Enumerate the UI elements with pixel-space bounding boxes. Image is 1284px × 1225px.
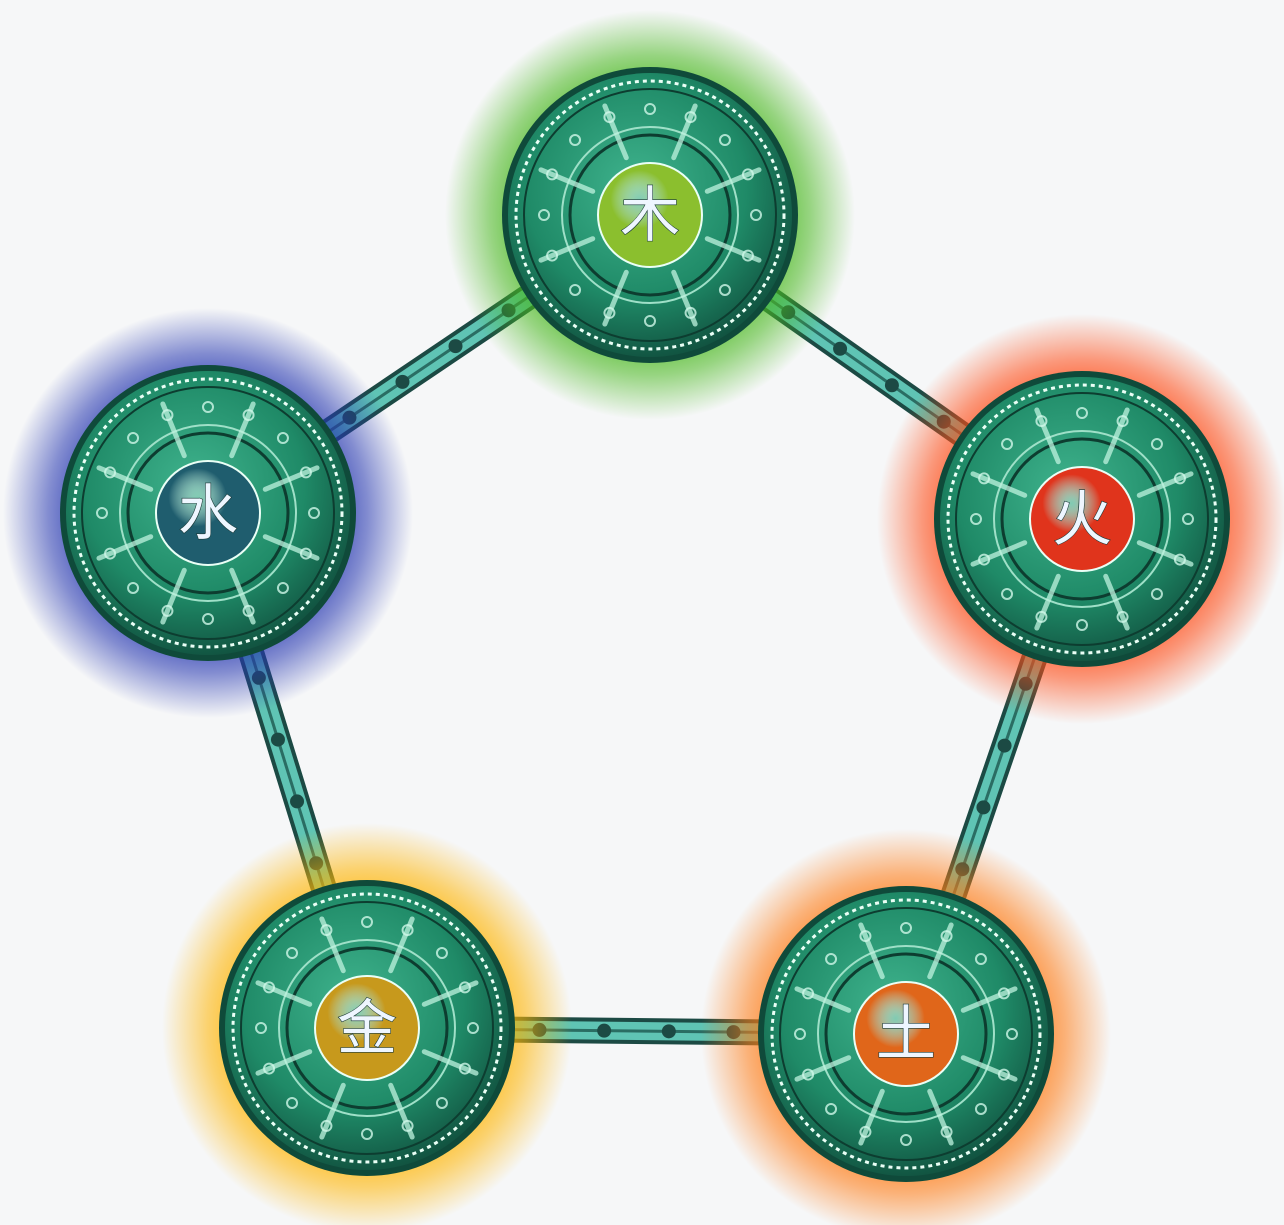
chain-bead (976, 800, 990, 814)
chain-bead (662, 1024, 676, 1038)
chain-bead (395, 375, 409, 389)
glyph-metal: 金 (337, 994, 397, 1064)
chain-bead (290, 794, 304, 808)
glyph-water: 水 (178, 479, 238, 549)
glyph-fire: 火 (1052, 485, 1112, 555)
medallion-fire: 火 (877, 314, 1284, 724)
chain-bead (271, 733, 285, 747)
medallion-wood: 木 (445, 10, 855, 420)
chain-bead (597, 1024, 611, 1038)
medallion-metal: 金 (162, 823, 572, 1225)
medallion-earth: 土 (701, 829, 1111, 1225)
chain-bead (833, 342, 847, 356)
glyph-wood: 木 (620, 181, 680, 251)
medallion-water: 水 (3, 308, 413, 718)
chain-bead (998, 739, 1012, 753)
chain-bead (449, 339, 463, 353)
glyph-earth: 土 (876, 1000, 936, 1070)
chain-bead (885, 378, 899, 392)
